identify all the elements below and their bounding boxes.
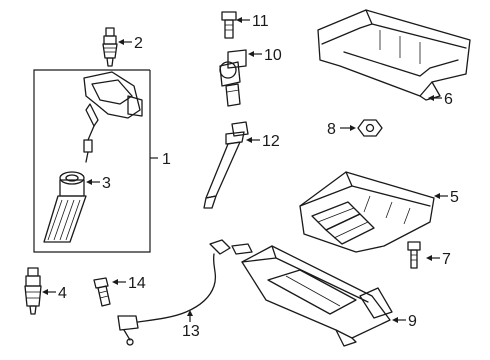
callout-3: 3 xyxy=(102,175,111,192)
part-2-spark-plug: 2 xyxy=(102,27,143,67)
part-7-bolt: 7 xyxy=(407,241,451,269)
part-5-control-module: 5 xyxy=(299,171,459,253)
callout-6: 6 xyxy=(444,91,453,108)
callout-11: 11 xyxy=(252,13,269,30)
part-9-tray: 9 xyxy=(241,245,417,347)
callout-8: 8 xyxy=(327,121,336,138)
ignition-coil-head xyxy=(83,71,143,163)
callout-4: 4 xyxy=(58,285,67,302)
callout-9: 9 xyxy=(408,313,417,330)
part-13-harness: 13 xyxy=(117,239,253,346)
callout-10: 10 xyxy=(264,47,282,64)
callout-14: 14 xyxy=(128,275,146,292)
callout-1: 1 xyxy=(162,151,171,168)
part-11-bolt: 11 xyxy=(221,11,269,39)
part-4-spark-plug: 4 xyxy=(24,267,67,315)
callout-5: 5 xyxy=(450,189,459,206)
callout-7: 7 xyxy=(442,251,451,268)
callout-12: 12 xyxy=(262,133,280,150)
part-3-coil-boot: 3 xyxy=(43,171,111,243)
part-8-nut: 8 xyxy=(327,119,383,138)
group-box xyxy=(33,69,151,253)
part-12-probe: 12 xyxy=(203,121,280,209)
callout-13: 13 xyxy=(182,323,200,340)
callout-2: 2 xyxy=(134,35,143,52)
part-6-bracket: 6 xyxy=(317,9,471,108)
part-10-sensor: 10 xyxy=(219,47,282,107)
ignition-coil-group: 1 xyxy=(33,69,171,253)
part-14-stud: 14 xyxy=(93,275,146,307)
